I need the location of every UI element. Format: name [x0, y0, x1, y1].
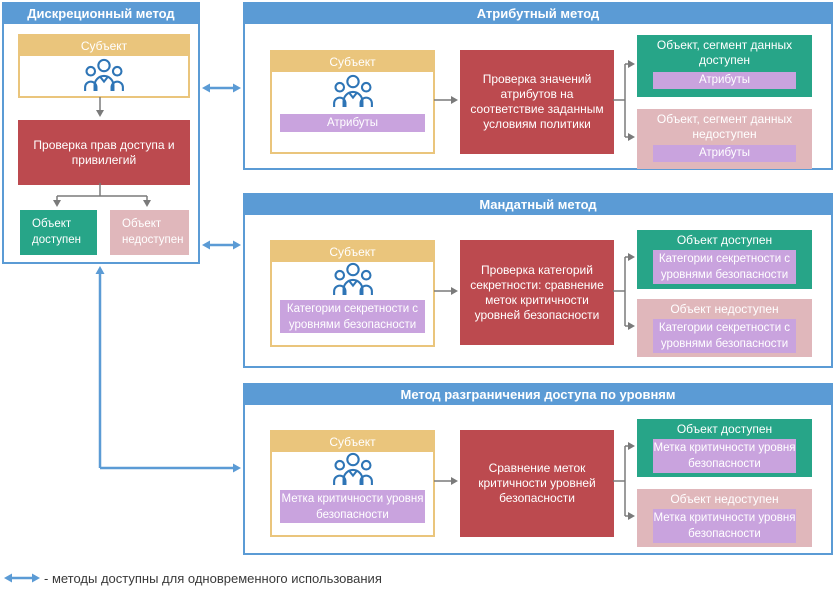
subject-title: Субъект — [272, 432, 433, 452]
legend-double-arrow-icon — [4, 573, 40, 583]
object-granted-title: Объект доступен — [676, 422, 773, 436]
object-granted-chip: Категории секретности с уровнями безопас… — [653, 250, 796, 284]
object-denied-chip: Категории секретности с уровнями безопас… — [653, 319, 796, 353]
object-denied-title: Объект недоступен — [670, 302, 779, 316]
subject-label-chip: Атрибуты — [280, 114, 425, 132]
object-granted-title: Объект доступен — [676, 233, 773, 247]
object-granted-chip: Атрибуты — [653, 72, 796, 89]
link-discretionary-mandatory — [202, 240, 241, 250]
object-denied-box: Объект недоступен Метка критичности уров… — [637, 489, 812, 547]
subject-box: Субъект Метка критичности уровня безопас… — [270, 430, 435, 537]
panel-title: Метод разграничения доступа по уровням — [245, 385, 831, 405]
link-discretionary-attribute — [202, 83, 241, 93]
subject-title: Субъект — [272, 242, 433, 262]
subject-box: Субъект Категории секретности с уровнями… — [270, 240, 435, 347]
object-granted-chip: Метка критичности уровня безопасности — [653, 439, 796, 473]
subject-title: Субъект — [20, 36, 188, 56]
object-denied-box: Объект недоступен Категории секретности … — [637, 299, 812, 357]
check-box: Сравнение меток критичности уровней безо… — [460, 430, 614, 537]
object-granted-box: Объект доступен Категории секретности с … — [637, 230, 812, 289]
check-box: Проверка категорий секретности: сравнени… — [460, 240, 614, 345]
subject-box: Субъект Атрибуты — [270, 50, 435, 154]
panel-title: Дискреционный метод — [4, 4, 198, 24]
check-box: Проверка значений атрибутов на соответст… — [460, 50, 614, 154]
subject-label-chip: Метка критичности уровня безопасности — [280, 490, 425, 523]
legend-text: - методы доступны для одновременного исп… — [44, 571, 382, 586]
object-granted-box: Объект доступен Метка критичности уровня… — [637, 419, 812, 477]
panel-title: Мандатный метод — [245, 195, 831, 215]
panel-title: Атрибутный метод — [245, 4, 831, 24]
object-denied-box: Объект, сегмент данных недоступен Атрибу… — [637, 109, 812, 169]
check-box: Проверка прав доступа и привилегий — [18, 120, 190, 185]
people-group-icon — [81, 58, 127, 97]
panel-levels: Метод разграничения доступа по уровням С… — [243, 383, 833, 555]
object-denied-box: Объект недоступен — [110, 210, 189, 255]
subject-box: Субъект — [18, 34, 190, 98]
people-group-icon — [330, 74, 376, 113]
object-granted-box: Объект, сегмент данных доступен Атрибуты — [637, 35, 812, 97]
object-denied-title: Объект, сегмент данных недоступен — [656, 112, 793, 141]
object-denied-chip: Метка критичности уровня безопасности — [653, 509, 796, 543]
people-group-icon — [330, 262, 376, 301]
panel-discretionary: Дискреционный метод Субъект Проверка пра… — [2, 2, 200, 264]
subject-label-chip: Категории секретности с уровнями безопас… — [280, 300, 425, 333]
object-granted-box: Объект доступен — [20, 210, 97, 255]
panel-attribute: Атрибутный метод Субъект Атрибуты Провер… — [243, 2, 833, 170]
people-group-icon — [330, 452, 376, 491]
subject-title: Субъект — [272, 52, 433, 72]
object-denied-chip: Атрибуты — [653, 145, 796, 162]
object-granted-title: Объект, сегмент данных доступен — [656, 38, 793, 67]
panel-mandatory: Мандатный метод Субъект Категории секрет… — [243, 193, 833, 368]
link-discretionary-levels — [95, 266, 241, 473]
object-denied-title: Объект недоступен — [670, 492, 779, 506]
